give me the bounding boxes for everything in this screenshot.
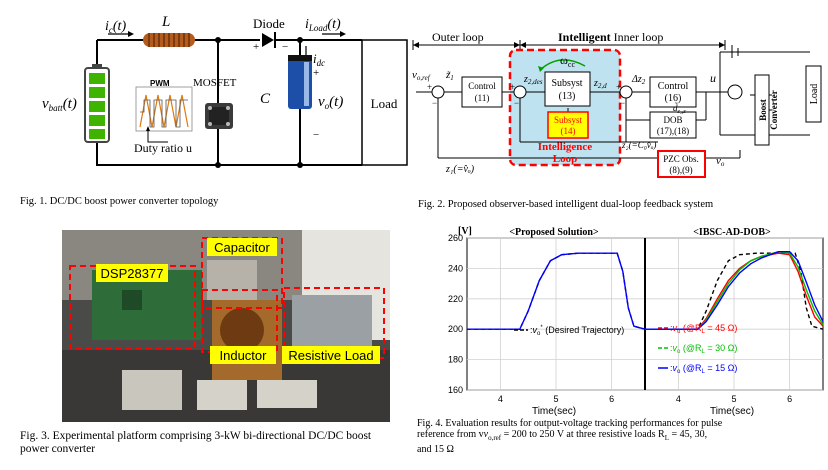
x-tick-label: 4 [676, 394, 681, 404]
svg-text:+: + [313, 67, 319, 79]
y-tick-label: 180 [448, 355, 463, 365]
svg-text:−: − [620, 98, 625, 108]
svg-text:u: u [710, 71, 716, 85]
svg-text:Δz2: Δz2 [631, 74, 646, 86]
svg-text:(17),(18): (17),(18) [657, 126, 689, 136]
svg-text:+: + [253, 41, 259, 53]
series-line [645, 251, 824, 330]
svg-text:Control: Control [658, 81, 689, 92]
fig1-vbatt-label: vbatt(t) [42, 96, 77, 113]
svg-text:+: + [510, 82, 515, 92]
x-tick-label: 5 [553, 394, 558, 404]
svg-text::vo (@RL = 30 Ω): :vo (@RL = 30 Ω) [670, 343, 737, 355]
svg-text:(16): (16) [665, 93, 682, 104]
fig1-mosfet-label: MOSFET [193, 77, 237, 89]
fig3-capacitor-label: Capacitor [214, 240, 270, 255]
svg-text:Control: Control [468, 81, 496, 91]
fig1-C-label: C [260, 91, 271, 107]
fig1-ic-label: ic(t) [105, 19, 126, 35]
fig1-pwm-label: PWM [150, 79, 170, 88]
svg-text:PZC Obs.: PZC Obs. [663, 154, 699, 164]
svg-text::vo* (Desired Trajectory): :vo* (Desired Trajectory) [530, 325, 624, 337]
series-line [467, 252, 646, 330]
svg-text:+: + [616, 82, 621, 92]
x-tick-label: 5 [731, 394, 736, 404]
fig2-omega-label: ωcc [560, 53, 575, 69]
svg-text:z2,des: z2,des [523, 74, 543, 86]
svg-text:(11): (11) [475, 93, 490, 103]
inductor-icon [143, 33, 195, 47]
pwm-waveform-icon [135, 86, 193, 132]
svg-text:(8),(9): (8),(9) [669, 165, 692, 175]
svg-text::vo (@RL = 45 Ω): :vo (@RL = 45 Ω) [670, 323, 737, 335]
svg-text:Load: Load [809, 84, 820, 105]
svg-text:z2,d: z2,d [593, 78, 607, 90]
svg-text:vo: vo [716, 155, 725, 168]
svg-text:Boost: Boost [758, 99, 768, 121]
y-tick-label: 260 [448, 233, 463, 243]
fig1-duty-label: Duty ratio u [134, 141, 192, 155]
fig1-vo-label: vo(t) [318, 94, 343, 111]
y-tick-label: 240 [448, 263, 463, 273]
diode-icon [262, 32, 276, 48]
svg-text:+: + [427, 82, 432, 92]
svg-text:z₁(=v̂ₒ): z₁(=v̂ₒ) [445, 164, 475, 175]
fig1-idc-label: idc [313, 51, 325, 68]
series-line [645, 250, 824, 330]
fig1-diode-label: Diode [253, 16, 285, 31]
svg-text:Subsyst: Subsyst [554, 115, 583, 125]
fig4-legend-right: :vo (@RL = 45 Ω) :vo (@RL = 30 Ω) :vo (@… [658, 323, 737, 375]
svg-text:d̃z₂,z: d̃z₂,z [673, 103, 686, 115]
fig1-L-label: L [161, 14, 170, 30]
fig2-inner-loop-label: Intelligent Inner loop [558, 30, 663, 44]
svg-text:−: − [282, 41, 288, 53]
svg-text:(14): (14) [561, 126, 576, 136]
fig2-outer-loop-label: Outer loop [432, 30, 484, 44]
fig2-intelligence-loop-label: Intelligence [538, 141, 592, 153]
mosfet-icon [205, 103, 233, 129]
fig4-caption: Fig. 4. Evaluation results for output-vo… [417, 418, 723, 455]
fig1-iload-label: iLoad(t) [305, 17, 341, 33]
fig4-xlabel-left: Time(sec) [532, 406, 576, 417]
fig1-load-label: Load [371, 96, 398, 111]
svg-text:−: − [432, 98, 437, 108]
fig4-legend-left: :vo* (Desired Trajectory) [514, 325, 624, 337]
fig3-photo: DSP28377 Capacitor Inductor Resistive Lo… [62, 230, 390, 422]
svg-text:vo,ref: vo,ref [412, 69, 431, 82]
svg-text:Converter: Converter [769, 90, 779, 129]
fig4-xlabel-right: Time(sec) [710, 406, 754, 417]
fig3-caption: Fig. 3. Experimental platform comprising… [20, 430, 372, 455]
y-tick-label: 200 [448, 324, 463, 334]
fig2-caption: Fig. 2. Proposed observer-based intellig… [418, 199, 714, 210]
x-tick-label: 6 [787, 394, 792, 404]
fig4-title-left: <Proposed Solution> [509, 227, 599, 238]
svg-text::vo (@RL = 15 Ω): :vo (@RL = 15 Ω) [670, 363, 737, 375]
fig3-resistive-load-label: Resistive Load [288, 348, 373, 363]
x-tick-label: 4 [498, 394, 503, 404]
y-tick-label: 160 [448, 385, 463, 395]
svg-text:−: − [514, 98, 519, 108]
svg-text:Subsyst: Subsyst [551, 78, 582, 89]
fig4-chart: [V] <Proposed Solution> <IBSC-AD-DOB> 16… [448, 226, 824, 417]
fig1-caption: Fig. 1. DC/DC boost power converter topo… [20, 196, 219, 207]
svg-text:z₂(=C₀v̂ₒ): z₂(=C₀v̂ₒ) [621, 140, 656, 150]
capacitor-icon [288, 55, 312, 109]
fig3-dsp-label: DSP28377 [101, 266, 164, 281]
svg-text:DOB: DOB [663, 115, 682, 125]
x-tick-label: 6 [609, 394, 614, 404]
fig2-block-diagram: Outer loop Intelligent Inner loop Contro… [412, 30, 822, 178]
svg-text:−: − [313, 129, 319, 141]
svg-text:Loop: Loop [553, 153, 577, 165]
fig1-circuit: Load [42, 14, 408, 168]
y-tick-label: 220 [448, 294, 463, 304]
battery-icon [84, 64, 110, 143]
fig3-inductor-label: Inductor [220, 348, 268, 363]
series-line [645, 252, 824, 330]
svg-text:(13): (13) [559, 91, 576, 102]
fig4-title-right: <IBSC-AD-DOB> [693, 227, 771, 238]
svg-text:z̃1: z̃1 [445, 69, 454, 82]
fig4-ylabel: [V] [458, 226, 472, 237]
